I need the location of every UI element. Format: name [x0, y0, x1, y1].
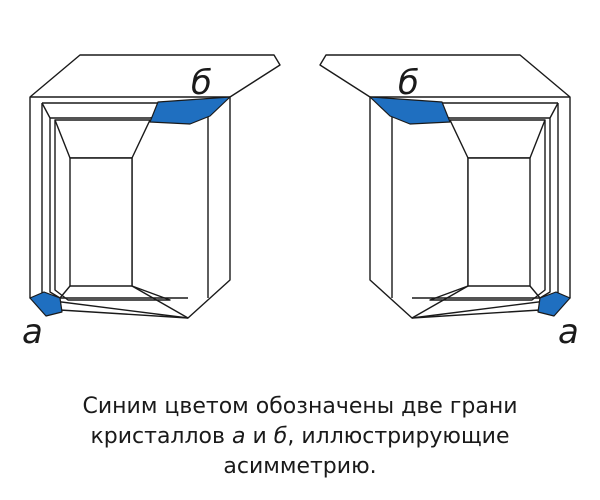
- right-band-outer: [539, 102, 559, 299]
- caption-line-3: асимметрию.: [223, 454, 377, 479]
- right-face-a: [537, 291, 571, 317]
- right-crystal: [319, 54, 571, 319]
- right-label-a: а: [558, 312, 579, 352]
- left-bevel-to-window-3: [131, 285, 189, 319]
- figure-caption: Синим цветом обозначены две грани криста…: [0, 392, 600, 482]
- right-inner-window: [467, 157, 531, 287]
- right-face-b: [369, 96, 451, 125]
- left-inner-window: [69, 157, 133, 287]
- left-band-outer: [41, 102, 61, 299]
- right-label-b: б: [398, 63, 419, 103]
- caption-letter-a: а: [231, 424, 246, 449]
- left-face-a: [29, 291, 63, 317]
- left-face-b: [149, 96, 231, 125]
- caption-text-illustrating: , иллюстрирующие: [287, 424, 510, 449]
- crystal-drawing: б а б а: [22, 54, 579, 352]
- left-label-a: а: [22, 312, 43, 352]
- left-label-b: б: [191, 63, 212, 103]
- caption-letter-b: б: [273, 424, 288, 449]
- caption-text-crystals: кристаллов: [90, 424, 232, 449]
- left-bottom-edge-2: [59, 309, 189, 319]
- right-bevel-to-window-2: [529, 285, 541, 299]
- left-crystal: б а: [22, 54, 281, 352]
- caption-line-2: кристаллов а и б, иллюстрирующие: [0, 422, 600, 452]
- caption-text-and: и: [245, 424, 274, 449]
- caption-line-1: Синим цветом обозначены две грани: [82, 394, 518, 419]
- left-bevel-to-window-2: [59, 285, 71, 299]
- right-bottom-edge-2: [411, 309, 541, 319]
- right-bevel-to-window-3: [411, 285, 469, 319]
